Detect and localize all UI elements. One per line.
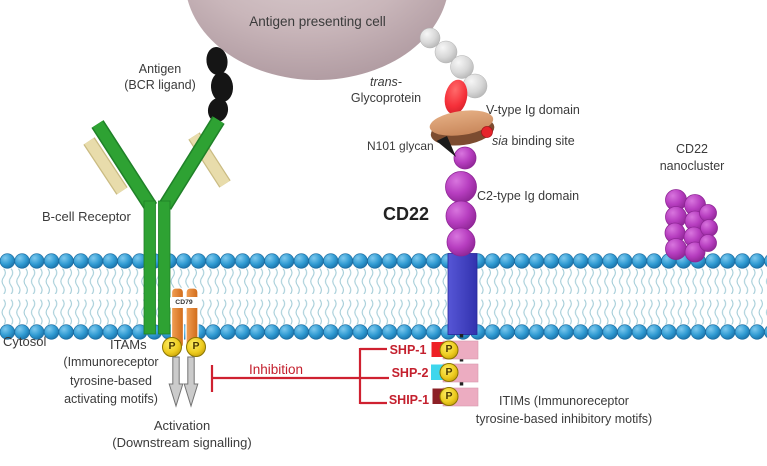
itam-phosphate-letter-2: P <box>192 340 200 352</box>
itims-description: ITIMs (Immunoreceptor tyrosine-based inh… <box>447 392 681 428</box>
sia-binding-site-prefix: sia <box>492 134 508 148</box>
shp1-label: SHP-1 <box>389 343 427 357</box>
plasma-membrane <box>0 253 767 340</box>
n101-glycan-label: N101 glycan <box>367 139 434 153</box>
c2-type-ig-domain-label: C2-type Ig domain <box>477 189 580 203</box>
itim-phosphate-2 <box>439 363 459 382</box>
inhibition-line <box>210 347 389 405</box>
sia-binding-site-suffix: binding site <box>507 134 575 148</box>
apc-label: Antigen presenting cell <box>249 14 386 29</box>
activation-line1: Activation <box>153 418 211 433</box>
itim-phosphate-letter-1: P <box>445 343 453 355</box>
itams-title: ITAMs <box>110 337 147 352</box>
itams-line1: (Immunoreceptor <box>63 355 159 369</box>
sia-binding-site-dot <box>481 126 493 138</box>
cd22-nanocluster-line2: nanocluster <box>659 158 725 173</box>
cytosol-label: Cytosol <box>3 334 47 349</box>
itim-phosphate-letter-2: P <box>445 365 453 378</box>
activation-arrows <box>168 356 199 408</box>
trans-glycoprotein-prefix: trans- <box>370 75 402 89</box>
antigen-label-line1: Antigen <box>138 62 182 76</box>
itams-description: (Immunoreceptor tyrosine-based activatin… <box>33 353 189 409</box>
ship1-label: SHIP-1 <box>388 393 430 407</box>
itim-phosphate-1 <box>439 340 459 360</box>
cd22-ig-domain-chain <box>445 146 477 257</box>
lipid-heads-outer <box>0 253 767 269</box>
itims-line1: ITIMs (Immunoreceptor <box>499 394 629 408</box>
v-type-ig-domain-label: V-type Ig domain <box>486 103 580 117</box>
antigen-bead-chain <box>206 47 234 122</box>
itam-phosphate-circles <box>162 337 206 357</box>
sia-binding-site-label: sia binding site <box>492 134 575 150</box>
sialic-acid-ligand-shape <box>444 79 468 115</box>
antigen-label-line2: (BCR ligand) <box>124 77 196 92</box>
itim-phosphate-letter-3: P <box>445 389 453 402</box>
trans-glycoprotein-label: trans- Glycoprotein <box>338 75 434 106</box>
itims-line2: tyrosine-based inhibitory motifs) <box>475 412 653 426</box>
glycoprotein-bead-chain <box>419 27 488 99</box>
cd79-label: CD79 <box>170 297 198 308</box>
activation-line2: (Downstream signalling) <box>112 434 252 450</box>
activation-label: Activation (Downstream signalling) <box>92 418 272 451</box>
antigen-label: Antigen (BCR ligand) <box>105 62 215 93</box>
itim-phosphate-3 <box>439 387 459 406</box>
cd22-nanocluster-line1: CD22 <box>676 142 708 156</box>
cd22-nanocluster-shape <box>664 189 718 263</box>
itams-line2: tyrosine-based <box>70 373 152 388</box>
itam-phosphate-letter-1: P <box>168 340 176 352</box>
cd22-name-label: CD22 <box>383 204 430 224</box>
itim-rows <box>431 340 479 407</box>
itams-line3: activating motifs) <box>64 392 158 406</box>
bcr-label: B-cell Receptor <box>42 209 131 224</box>
antigen-presenting-cell-shape <box>187 0 447 80</box>
shp2-label: SHP-2 <box>391 366 429 380</box>
lipid-tails-outer <box>0 268 767 294</box>
lipid-tails-inner <box>0 299 767 325</box>
b-cell-receptor-shape <box>83 116 231 335</box>
cd22-transmembrane-domain <box>447 253 478 335</box>
n101-glycan-shape <box>436 136 456 157</box>
cd22-nanocluster-label: CD22 nanocluster <box>640 141 744 174</box>
trans-glycoprotein-name: Glycoprotein <box>350 90 422 105</box>
inhibition-label: Inhibition <box>249 362 304 377</box>
